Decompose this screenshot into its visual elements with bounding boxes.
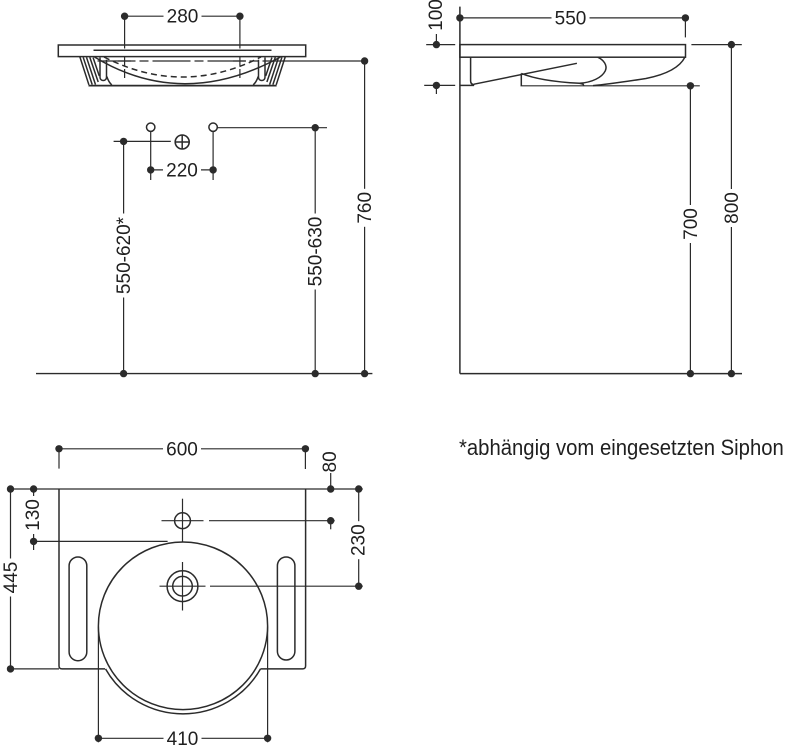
svg-text:*abhängig vom eingesetzten Sip: *abhängig vom eingesetzten Siphon bbox=[459, 435, 784, 460]
svg-text:410: 410 bbox=[167, 729, 199, 750]
svg-text:700: 700 bbox=[681, 208, 702, 240]
svg-text:445: 445 bbox=[1, 562, 22, 594]
svg-text:130: 130 bbox=[23, 499, 44, 531]
svg-text:100: 100 bbox=[426, 0, 447, 31]
svg-text:550-620*: 550-620* bbox=[114, 216, 135, 294]
svg-text:550-630: 550-630 bbox=[306, 217, 327, 287]
svg-text:760: 760 bbox=[355, 192, 376, 224]
svg-text:550: 550 bbox=[555, 8, 587, 29]
svg-text:230: 230 bbox=[348, 524, 369, 556]
svg-text:800: 800 bbox=[722, 192, 743, 224]
svg-text:80: 80 bbox=[320, 451, 341, 472]
svg-text:280: 280 bbox=[167, 7, 199, 28]
svg-text:600: 600 bbox=[166, 439, 198, 460]
svg-text:220: 220 bbox=[166, 160, 198, 181]
